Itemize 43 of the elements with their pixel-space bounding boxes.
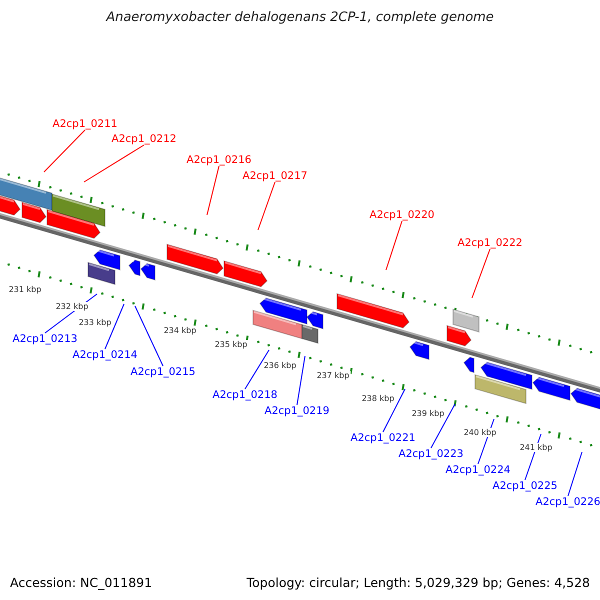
position-label: 240 kbp (462, 428, 498, 437)
leader-line (386, 220, 402, 270)
gene-label: A2cp1_0211 (52, 118, 118, 130)
gene-label: A2cp1_0216 (186, 154, 252, 166)
gene-label: A2cp1_0221 (350, 432, 416, 444)
gene-label: A2cp1_0225 (492, 480, 558, 492)
gene-label: A2cp1_0214 (72, 349, 138, 361)
leader-line (244, 350, 270, 390)
position-label: 239 kbp (410, 409, 446, 418)
leader-line (430, 404, 456, 448)
accession-text: Accession: NC_011891 (10, 575, 152, 590)
gene-label: A2cp1_0212 (112, 133, 176, 145)
position-label: 235 kbp (214, 340, 248, 349)
leader-line (134, 306, 164, 366)
leader-line (568, 452, 582, 496)
leader-line (258, 182, 276, 230)
position-label: 241 kbp (518, 443, 554, 452)
gene-label: A2cp1_0219 (264, 405, 330, 417)
leader-line (104, 304, 124, 350)
position-label: 232 kbp (54, 302, 90, 311)
leader-line (382, 388, 406, 432)
gene-label: A2cp1_0218 (212, 389, 278, 401)
position-label: 236 kbp (262, 361, 298, 370)
leader-line (296, 356, 306, 406)
gene-label: A2cp1_0222 (458, 237, 522, 249)
leader-line (206, 166, 220, 216)
position-label: 238 kbp (360, 394, 396, 403)
position-label: 233 kbp (78, 318, 112, 327)
gene-label: A2cp1_0213 (12, 333, 78, 345)
gene-label: A2cp1_0226 (536, 496, 600, 508)
position-label: 237 kbp (316, 371, 350, 380)
gene-label: A2cp1_0217 (242, 170, 308, 182)
position-label: 234 kbp (162, 326, 198, 335)
genome-stats-text: Topology: circular; Length: 5,029,329 bp; Genes: 4,528 (246, 575, 590, 590)
gene-label: A2cp1_0223 (398, 448, 464, 460)
leader-line (84, 144, 144, 182)
leader-line (44, 130, 86, 172)
gene-label: A2cp1_0220 (370, 209, 434, 221)
leader-line (472, 248, 490, 298)
position-label: 231 kbp (8, 285, 42, 294)
gene-label: A2cp1_0215 (130, 366, 196, 378)
map-title: Anaeromyxobacter dehalogenans 2CP-1, complete genome (104, 10, 495, 25)
gene-label: A2cp1_0224 (446, 464, 510, 476)
